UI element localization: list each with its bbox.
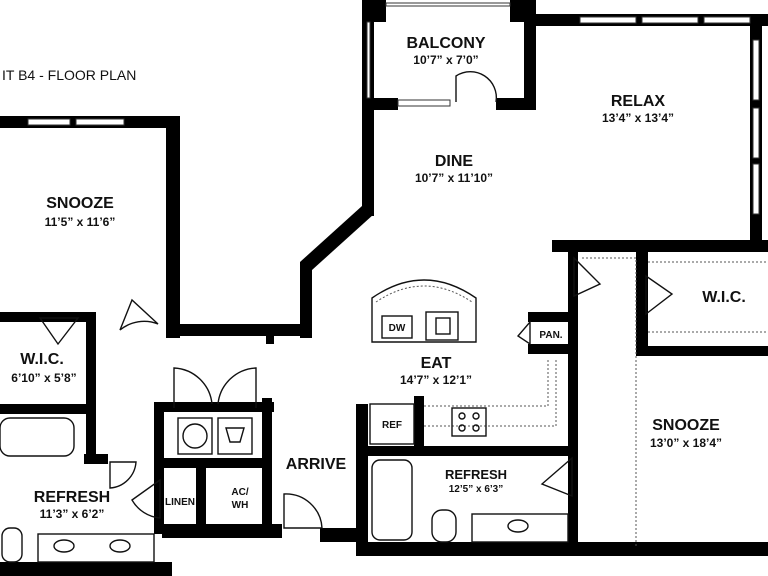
pantry-label: PAN. [539, 330, 562, 341]
snooze-left-label: SNOOZE [46, 195, 114, 212]
snooze-right-dims: 13’0” x 18’4” [650, 436, 722, 450]
wic-right-label: W.I.C. [702, 289, 746, 306]
wic-left-dims: 6’10” x 5’8” [11, 371, 76, 385]
balcony-label: BALCONY [406, 35, 485, 52]
dine-label: DINE [435, 153, 474, 170]
acwh-label-line1: AC/ [231, 487, 248, 498]
snooze-right-label: SNOOZE [652, 417, 720, 434]
refresh-right-dims: 12’5” x 6’3” [449, 484, 503, 495]
fixtures [0, 70, 768, 563]
linen-label: LINEN [165, 497, 195, 508]
arrive-label: ARRIVE [286, 456, 347, 473]
relax-dims: 13’4” x 13’4” [602, 111, 674, 125]
acwh-label-line2: WH [232, 500, 249, 511]
plan-title: IT B4 - FLOOR PLAN [2, 67, 136, 83]
balcony-dims: 10’7” x 7’0” [413, 53, 478, 67]
eat-label: EAT [421, 355, 452, 372]
refresh-left-label: REFRESH [34, 489, 110, 506]
refresh-left-dims: 11’3” x 6’2” [40, 507, 105, 521]
dine-dims: 10’7” x 11’10” [415, 171, 493, 185]
dishwasher-label: DW [389, 323, 406, 334]
snooze-left-dims: 11’5” x 11’6” [45, 215, 116, 229]
relax-label: RELAX [611, 93, 666, 110]
eat-dims: 14’7” x 12’1” [400, 373, 472, 387]
refrigerator-label: REF [382, 420, 402, 431]
wic-left-label: W.I.C. [20, 351, 64, 368]
refresh-right-label: REFRESH [445, 467, 507, 482]
